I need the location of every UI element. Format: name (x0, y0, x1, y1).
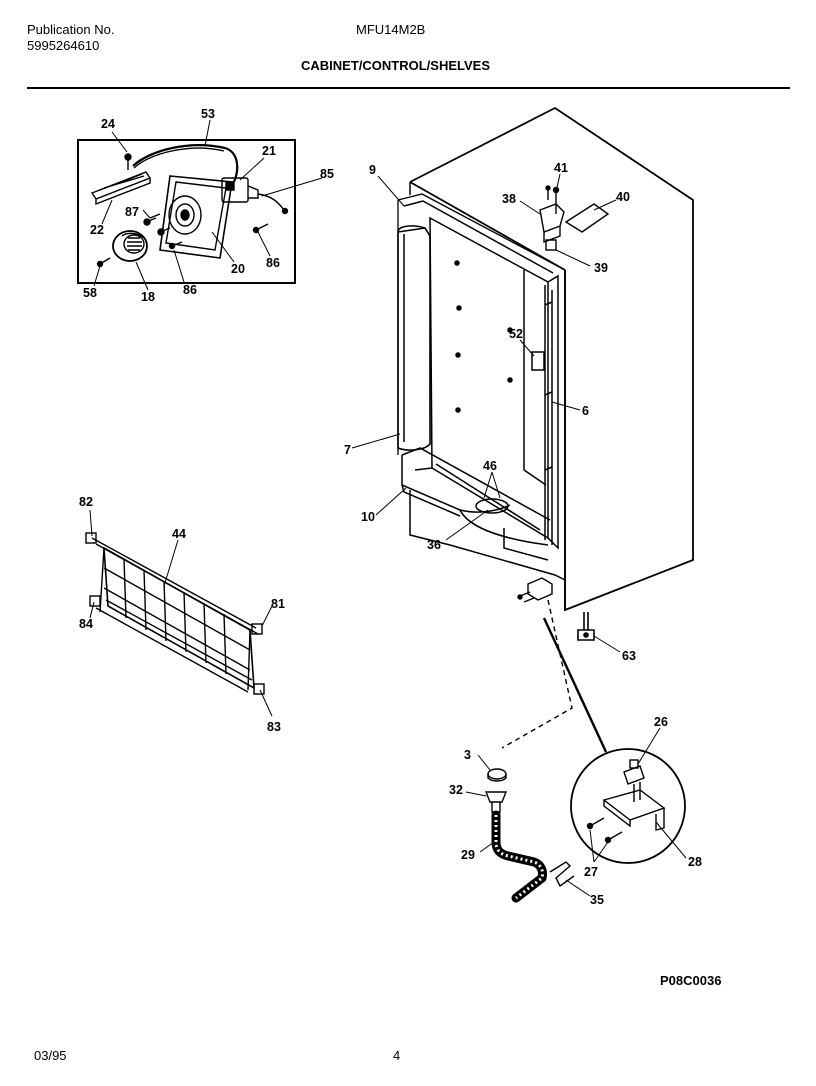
callout: 29 (461, 848, 475, 862)
callout: 53 (201, 107, 215, 121)
callout: 41 (554, 161, 568, 175)
callout: 44 (172, 527, 186, 541)
callout: 18 (141, 290, 155, 304)
bottom-hinge (517, 577, 553, 603)
callout: 10 (361, 510, 375, 524)
callout: 22 (90, 223, 104, 237)
callout: 81 (271, 597, 285, 611)
callout: 87 (125, 205, 139, 219)
callout: 82 (79, 495, 93, 509)
callout: 39 (594, 261, 608, 275)
callout: 86 (183, 283, 197, 297)
publication-label: Publication No. (27, 22, 115, 37)
callout: 40 (616, 190, 630, 204)
callout: 83 (267, 720, 281, 734)
callout: 26 (654, 715, 668, 729)
cabinet-assembly (397, 106, 694, 612)
callout: 52 (509, 327, 523, 341)
control-assembly-inset (77, 139, 296, 284)
callout: 3 (464, 748, 471, 762)
section-title: CABINET/CONTROL/SHELVES (301, 58, 490, 73)
callout: 32 (449, 783, 463, 797)
callout-labels: 24 53 21 85 22 87 20 86 58 18 86 9 41 38… (79, 107, 702, 907)
callout: 9 (369, 163, 376, 177)
top-hinge (539, 185, 610, 251)
publication-number: 5995264610 (27, 38, 100, 53)
footer-date: 03/95 (34, 1048, 67, 1063)
callout: 84 (79, 617, 93, 631)
callout: 38 (502, 192, 516, 206)
callout: 7 (344, 443, 351, 457)
callout: 36 (427, 538, 441, 552)
model-number: MFU14M2B (356, 22, 426, 37)
callout: 6 (582, 404, 589, 418)
callout: 63 (622, 649, 636, 663)
callout: 35 (590, 893, 604, 907)
callout: 24 (101, 117, 115, 131)
leader-lines (89, 119, 687, 897)
drawing-code: P08C0036 (660, 973, 722, 988)
callout: 58 (83, 286, 97, 300)
callout: 86 (266, 256, 280, 270)
callout: 28 (688, 855, 702, 869)
callout: 27 (584, 865, 598, 879)
callout: 21 (262, 144, 276, 158)
wire-shelf (85, 532, 265, 695)
callout: 46 (483, 459, 497, 473)
leveling-leg (577, 612, 595, 641)
callout: 85 (320, 167, 334, 181)
callout: 20 (231, 262, 245, 276)
page-number: 4 (393, 1048, 401, 1063)
drain-and-hinge-detail (484, 599, 686, 903)
